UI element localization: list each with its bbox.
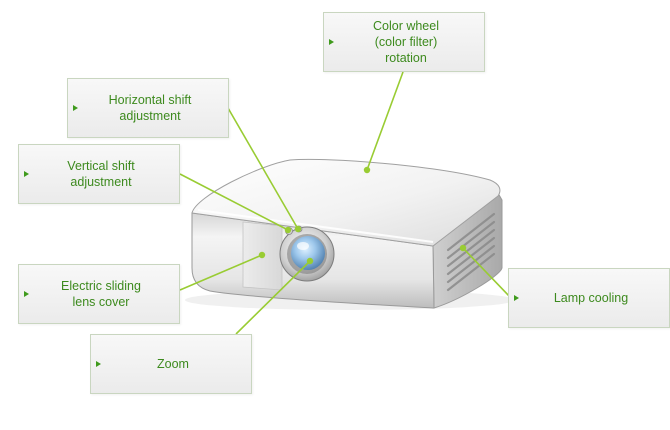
bullet-arrow-icon [514,295,519,301]
callout-color-wheel[interactable]: Color wheel (color filter) rotation [323,12,485,72]
bullet-arrow-icon [24,291,29,297]
leader-zoom [235,260,311,335]
dot-zoom [306,257,314,265]
callout-horizontal-shift[interactable]: Horizontal shift adjustment [67,78,229,138]
bullet-arrow-icon [329,39,334,45]
leader-lines [179,71,511,335]
projector-illustration [185,158,515,310]
callout-zoom[interactable]: Zoom [90,334,252,394]
callout-label: Color wheel (color filter) rotation [372,19,439,65]
leader-vertical-shift [179,173,289,231]
leader-endpoints [258,166,467,265]
dot-vertical-shift [284,226,292,234]
leader-lamp-cooling [462,247,511,298]
dot-horizontal-shift [294,225,302,233]
callout-label: Horizontal shift adjustment [108,93,192,123]
leader-color-wheel [366,71,404,171]
callout-lamp-cooling[interactable]: Lamp cooling [508,268,670,328]
dot-lens-cover [258,251,266,259]
bullet-arrow-icon [24,171,29,177]
leader-horizontal-shift [227,107,299,230]
callout-vertical-shift[interactable]: Vertical shift adjustment [18,144,180,204]
callout-label: Electric sliding lens cover [61,279,141,309]
callout-label: Lamp cooling [553,291,629,305]
bullet-arrow-icon [73,105,78,111]
callout-label: Zoom [157,357,189,371]
callout-lens-cover[interactable]: Electric sliding lens cover [18,264,180,324]
dot-lamp-cooling [459,244,467,252]
dot-color-wheel [363,166,371,174]
leader-lens-cover [179,254,263,291]
bullet-arrow-icon [96,361,101,367]
callout-label: Vertical shift adjustment [67,159,135,189]
